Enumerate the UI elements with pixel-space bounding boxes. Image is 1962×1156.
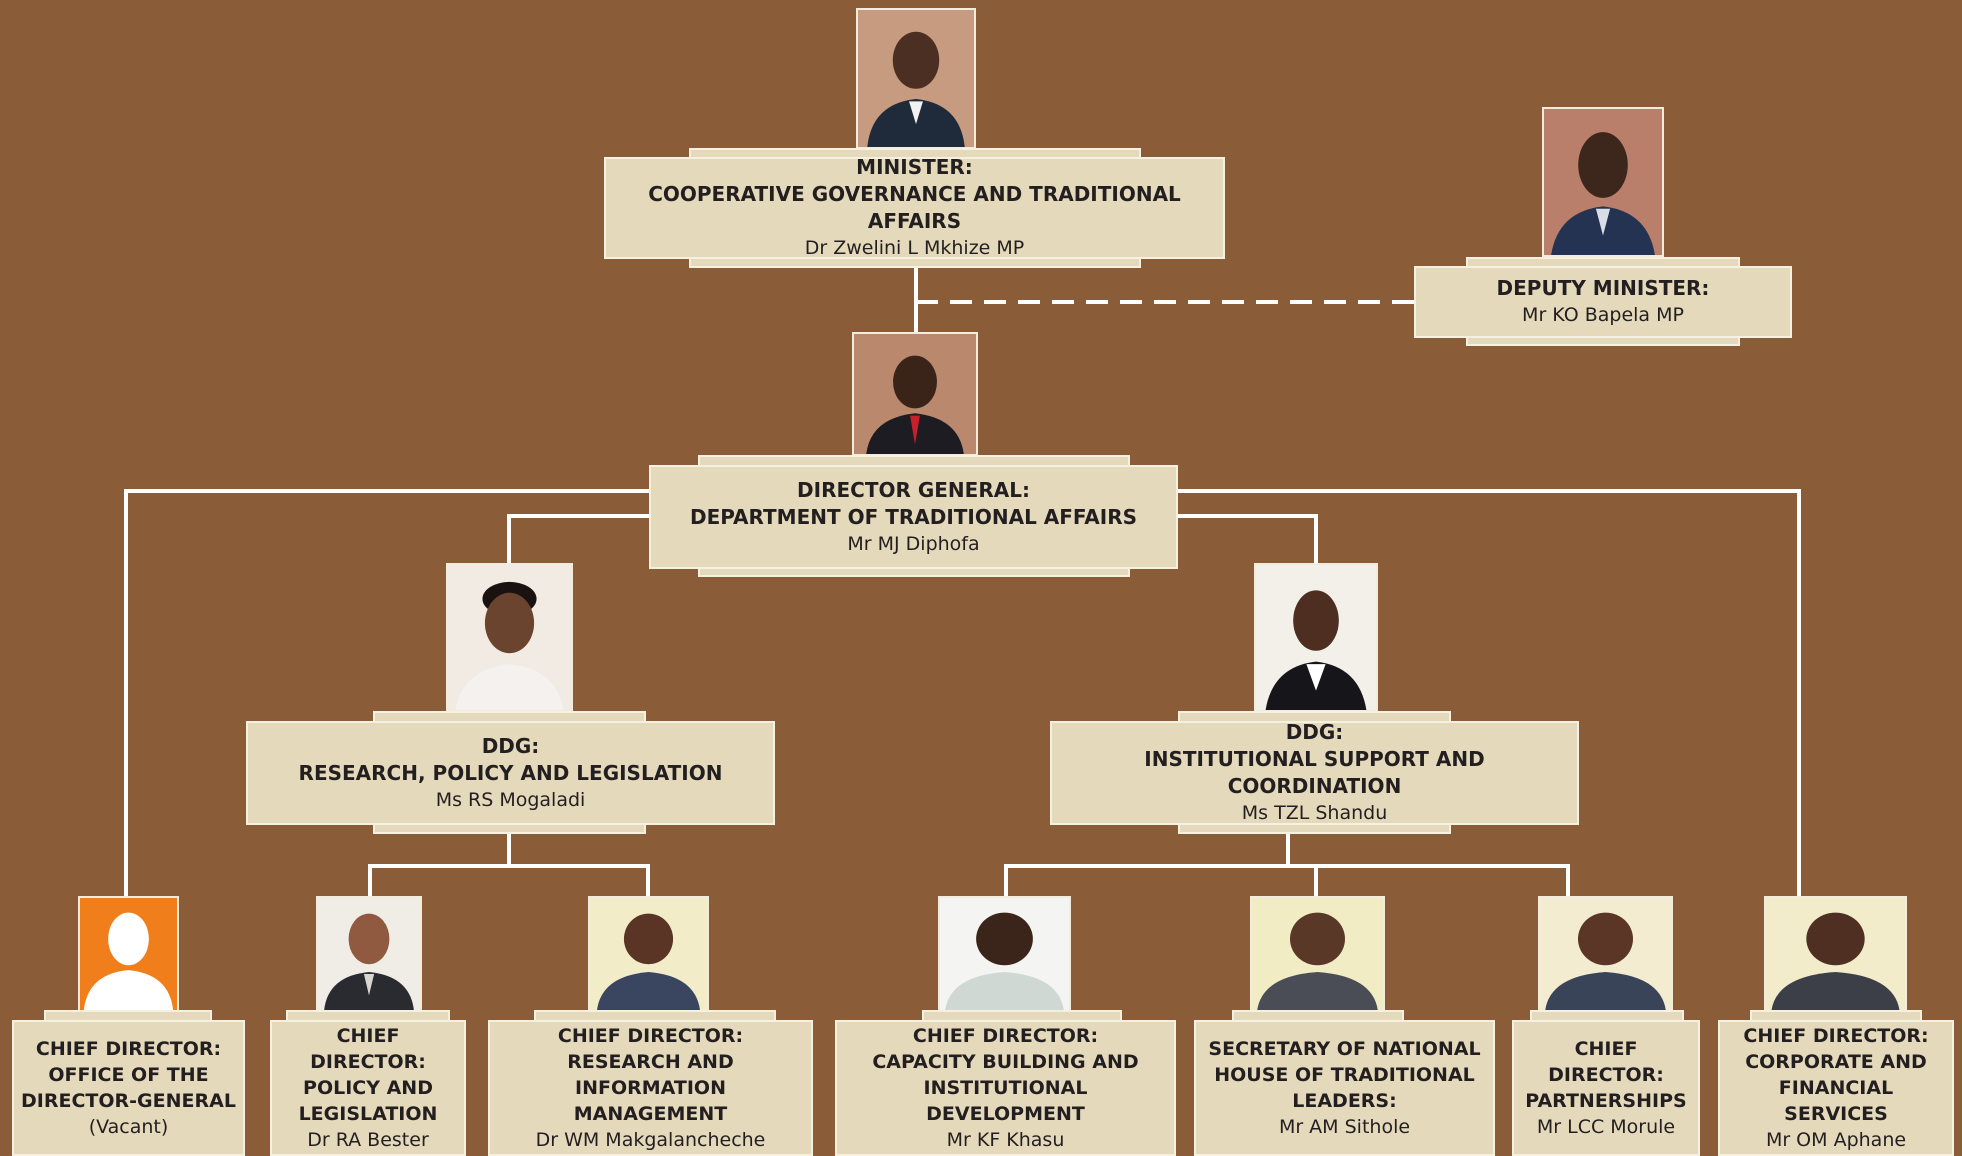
chief-director-corporate-photo [1764,896,1907,1012]
ddg-research-name: Ms RS Mogaladi [435,788,586,811]
person-silhouette-icon [1256,565,1376,710]
director-general-role: DIRECTOR GENERAL: [797,477,1030,502]
dg-to-corporate-line [1177,489,1801,898]
director-general-name: Mr MJ Diphofa [847,532,980,555]
chief-director-partnerships-name: Mr LCC Morule [1536,1116,1676,1138]
person-silhouette-icon [1766,898,1905,1010]
director-general-box: DIRECTOR GENERAL: DEPARTMENT OF TRADITIO… [649,465,1178,569]
chief-director-research-name: Dr WM Makgalancheche [535,1129,766,1151]
vacant-person-silhouette-icon [80,898,177,1010]
chief-director-research-box: CHIEF DIRECTOR: RESEARCH AND INFORMATION… [488,1020,813,1156]
secretary-nhtl-box: SECRETARY OF NATIONAL HOUSE OF TRADITION… [1194,1020,1495,1156]
person-silhouette-icon [1540,898,1671,1010]
minister-department: COOPERATIVE GOVERNANCE AND TRADITIONAL A… [648,182,1181,233]
ddg-institutional-box: DDG: INSTITUTIONAL SUPPORT AND COORDINAT… [1050,720,1579,825]
person-silhouette-icon [854,334,976,454]
ddg-institutional-photo [1254,563,1378,712]
person-silhouette-icon [940,898,1069,1010]
person-silhouette-icon [858,10,974,147]
person-silhouette-icon [1544,109,1662,255]
chief-director-partnerships-title: CHIEF DIRECTOR: PARTNERSHIPS [1525,1038,1687,1112]
chief-director-office-dg-box: CHIEF DIRECTOR: OFFICE OF THE DIRECTOR-G… [12,1020,245,1156]
ddg-research-photo [446,563,573,712]
deputy-minister-photo [1542,107,1664,257]
chief-director-corporate-box: CHIEF DIRECTOR: CORPORATE AND FINANCIAL … [1718,1020,1954,1156]
dg-to-ddg-institutional-line [1177,514,1318,564]
chief-director-policy-box: CHIEF DIRECTOR: POLICY AND LEGISLATION D… [270,1020,466,1156]
chief-director-office-dg-photo [78,896,179,1012]
person-silhouette-icon [318,898,420,1010]
secretary-nhtl-name: Mr AM Sithole [1278,1116,1411,1138]
chief-director-corporate-name: Mr OM Aphane [1765,1129,1907,1151]
chief-director-capacity-box: CHIEF DIRECTOR: CAPACITY BUILDING AND IN… [835,1020,1176,1156]
minister-photo [856,8,976,149]
chief-director-capacity-name: Mr KF Khasu [946,1129,1065,1151]
chief-director-policy-title: CHIEF DIRECTOR: POLICY AND LEGISLATION [298,1025,438,1125]
chief-director-office-dg-name: (Vacant) [88,1116,169,1138]
ddg-research-role: DDG: [481,733,540,758]
ddg-research-department: RESEARCH, POLICY AND LEGISLATION [298,760,723,785]
chief-director-office-dg-title: CHIEF DIRECTOR: OFFICE OF THE DIRECTOR-G… [21,1038,236,1112]
research-branch-line [368,864,650,898]
chief-director-research-title: CHIEF DIRECTOR: RESEARCH AND INFORMATION… [557,1025,744,1125]
deputy-minister-role: DEPUTY MINISTER: [1496,276,1710,300]
person-silhouette-icon [1252,898,1383,1010]
dg-to-ddg-research-line [507,514,650,564]
deputy-minister-name: Mr KO Bapela MP [1522,304,1684,326]
institutional-branch-line [1004,864,1570,898]
ddg-institutional-department: INSTITUTIONAL SUPPORT AND COORDINATION [1144,747,1485,798]
director-general-department: DEPARTMENT OF TRADITIONAL AFFAIRS [689,504,1138,529]
ddg-research-box: DDG: RESEARCH, POLICY AND LEGISLATION Ms… [246,721,775,825]
secretary-nhtl-photo [1250,896,1385,1012]
chief-director-research-photo [588,896,709,1012]
secretary-nhtl-title: SECRETARY OF NATIONAL HOUSE OF TRADITION… [1208,1038,1481,1112]
chief-director-partnerships-photo [1538,896,1673,1012]
person-silhouette-icon [590,898,707,1010]
chief-director-corporate-title: CHIEF DIRECTOR: CORPORATE AND FINANCIAL … [1743,1025,1929,1125]
chief-director-capacity-title: CHIEF DIRECTOR: CAPACITY BUILDING AND IN… [872,1025,1139,1125]
chief-director-capacity-photo [938,896,1071,1012]
minister-name: Dr Zwelini L Mkhize MP [804,237,1025,259]
ddg-institutional-role: DDG: [1285,720,1344,744]
minister-role: MINISTER: [856,155,973,179]
director-general-photo [852,332,978,456]
minister-box: MINISTER: COOPERATIVE GOVERNANCE AND TRA… [604,155,1225,259]
ddg-institutional-name: Ms TZL Shandu [1241,802,1388,824]
deputy-minister-box: DEPUTY MINISTER: Mr KO Bapela MP [1414,266,1792,338]
chief-director-policy-photo [316,896,422,1012]
chief-director-policy-name: Dr RA Bester [307,1129,429,1151]
person-silhouette-icon [448,565,571,710]
chief-director-partnerships-box: CHIEF DIRECTOR: PARTNERSHIPS Mr LCC Moru… [1512,1020,1700,1156]
dg-to-office-line [124,489,650,898]
